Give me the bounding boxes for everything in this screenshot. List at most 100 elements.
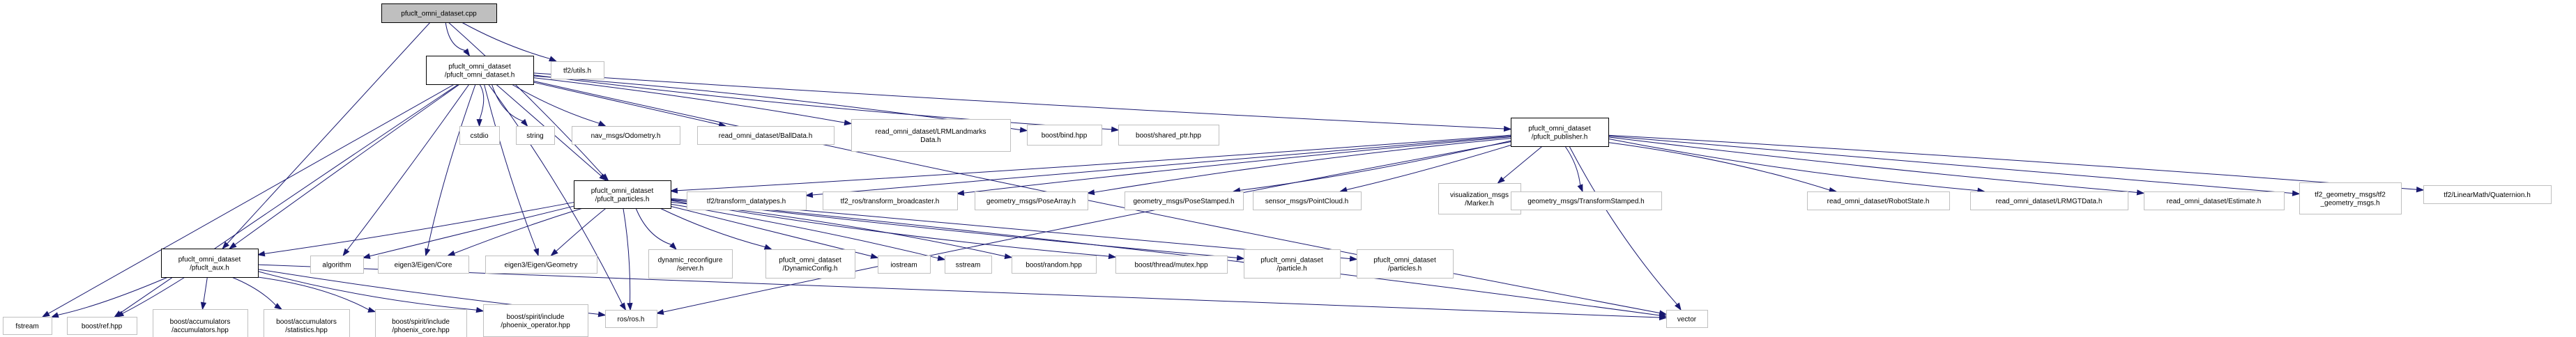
node-label: boost/shared_ptr.hpp bbox=[1136, 132, 1201, 140]
node-robotstate: read_omni_dataset/RobotState.h bbox=[1807, 191, 1950, 210]
node-box bbox=[1511, 191, 1662, 210]
arrowhead-icon bbox=[655, 309, 664, 315]
edge-publisher_h-to-estimate bbox=[1608, 136, 2145, 196]
node-box bbox=[1666, 310, 1708, 328]
node-label: string bbox=[526, 132, 543, 140]
node-iostream: iostream bbox=[878, 256, 931, 274]
arrowhead-icon bbox=[669, 242, 677, 251]
arrowhead-icon bbox=[1674, 302, 1682, 311]
node-label: /server.h bbox=[677, 265, 703, 273]
arrowhead-icon bbox=[956, 189, 965, 196]
edge-line bbox=[226, 22, 431, 244]
arrowhead-icon bbox=[447, 250, 456, 256]
node-box bbox=[2299, 182, 2402, 214]
node-label: pfuclt_omni_dataset bbox=[1260, 257, 1323, 265]
arrowhead-icon bbox=[2416, 187, 2425, 193]
node-box bbox=[1357, 249, 1454, 279]
node-label: /DynamicConfig.h bbox=[783, 265, 838, 273]
node-box bbox=[1438, 183, 1521, 214]
node-box bbox=[1115, 256, 1228, 274]
edge-publisher_h-to-tf2_ros_broadcaster bbox=[956, 136, 1511, 196]
edge-line bbox=[257, 271, 478, 311]
node-label: read_omni_dataset/Estimate.h bbox=[2167, 198, 2262, 205]
edge-particles_h-to-ros_h bbox=[623, 207, 633, 311]
edge-line bbox=[369, 205, 574, 257]
node-aux-h[interactable]: pfuclt_omni_dataset/pfuclt_aux.h bbox=[161, 249, 259, 278]
node-box bbox=[485, 256, 597, 274]
node-eigen-geometry: eigen3/Eigen/Geometry bbox=[485, 256, 597, 274]
arrowhead-icon bbox=[41, 311, 50, 318]
edge-publisher_h-to-lrmgtdata bbox=[1608, 138, 1986, 194]
edge-line bbox=[963, 136, 1511, 194]
edges-layer bbox=[41, 22, 2425, 321]
node-vector: vector bbox=[1666, 310, 1708, 328]
edge-publisher_h-to-particles_h bbox=[669, 134, 1511, 194]
edge-line bbox=[427, 84, 476, 250]
node-label: algorithm bbox=[322, 262, 351, 269]
node-dataset-h[interactable]: pfuclt_omni_dataset/pfuclt_omni_dataset.… bbox=[426, 56, 534, 85]
arrowhead-icon bbox=[463, 48, 471, 57]
edge-line bbox=[533, 80, 1661, 314]
node-label: Data.h bbox=[920, 136, 940, 144]
node-cpp[interactable]: pfuclt_omni_dataset.cpp bbox=[381, 3, 497, 23]
arrowhead-icon bbox=[597, 120, 607, 127]
node-sstream: sstream bbox=[945, 256, 992, 274]
edge-aux_h-to-phoenix_operator bbox=[257, 271, 485, 313]
node-estimate: read_omni_dataset/Estimate.h bbox=[2144, 191, 2285, 210]
node-label: dynamic_reconfigure bbox=[658, 257, 723, 265]
edge-line bbox=[1608, 138, 1979, 191]
edge-line bbox=[670, 203, 939, 259]
node-box bbox=[823, 191, 958, 210]
node-ros-h: ros/ros.h bbox=[605, 310, 657, 328]
edge-particles_h-to-boost_mutex bbox=[670, 200, 1117, 260]
node-label: /pfuclt_omni_dataset.h bbox=[445, 72, 515, 79]
edge-dataset_h-to-ros_h bbox=[488, 84, 627, 311]
node-particles-h[interactable]: pfuclt_omni_dataset/pfuclt_particles.h bbox=[574, 180, 671, 209]
edge-publisher_h-to-quaternion bbox=[1608, 134, 2425, 193]
node-box bbox=[2423, 185, 2552, 204]
node-box bbox=[687, 191, 807, 210]
edge-line bbox=[533, 77, 846, 123]
node-box bbox=[3, 317, 52, 335]
node-box bbox=[378, 256, 469, 274]
node-label: boost/accumulators bbox=[276, 318, 337, 326]
node-label: /pfuclt_aux.h bbox=[190, 265, 229, 272]
node-pointcloud: sensor_msgs/PointCloud.h bbox=[1253, 191, 1362, 210]
node-label: pfuclt_omni_dataset.cpp bbox=[401, 10, 477, 18]
node-box bbox=[1118, 125, 1219, 146]
arrowhead-icon bbox=[597, 311, 607, 318]
node-odometry: nav_msgs/Odometry.h bbox=[572, 126, 680, 145]
edge-line bbox=[511, 84, 600, 124]
arrowhead-icon bbox=[2136, 189, 2145, 196]
edge-line bbox=[264, 202, 574, 254]
edge-line bbox=[1346, 145, 1511, 191]
edge-line bbox=[533, 81, 720, 125]
edge-dataset_h-to-balldata bbox=[533, 81, 727, 127]
edge-dataset_h-to-aux_h bbox=[228, 84, 460, 249]
arrowhead-icon bbox=[1577, 184, 1583, 193]
edge-publisher_h-to-robotstate bbox=[1608, 142, 1838, 193]
edge-line bbox=[491, 84, 524, 122]
node-label: read_omni_dataset/LRMGTData.h bbox=[1996, 198, 2103, 205]
edge-dataset_h-to-publisher_h bbox=[533, 72, 1512, 132]
node-label: eigen3/Eigen/Core bbox=[395, 262, 452, 269]
node-label: boost/spirit/include bbox=[507, 313, 565, 321]
node-label: /phoenix_core.hpp bbox=[392, 327, 450, 334]
node-label: /particles.h bbox=[1388, 265, 1422, 273]
edge-line bbox=[1239, 140, 1511, 191]
nodes-layer: pfuclt_omni_dataset.cpp pfuclt_omni_datas… bbox=[3, 3, 2552, 337]
node-publisher-h[interactable]: pfuclt_omni_dataset/pfuclt_publisher.h bbox=[1511, 118, 1609, 147]
node-acc-accumulators: boost/accumulators/accumulators.hpp bbox=[153, 309, 248, 337]
node-tf2-ros-broadcaster: tf2_ros/transform_broadcaster.h bbox=[823, 191, 958, 210]
edge-line bbox=[234, 84, 460, 246]
edge-line bbox=[257, 276, 369, 311]
edge-dataset_h-to-string bbox=[491, 84, 528, 127]
edge-line bbox=[533, 72, 1505, 130]
node-label: read_omni_dataset/BallData.h bbox=[719, 132, 813, 140]
edge-line bbox=[533, 75, 1113, 130]
arrowhead-icon bbox=[476, 119, 482, 127]
node-label: /pfuclt_particles.h bbox=[595, 196, 650, 203]
arrowhead-icon bbox=[937, 255, 946, 261]
node-tf2-transform-datatypes: tf2/transform_datatypes.h bbox=[687, 191, 807, 210]
